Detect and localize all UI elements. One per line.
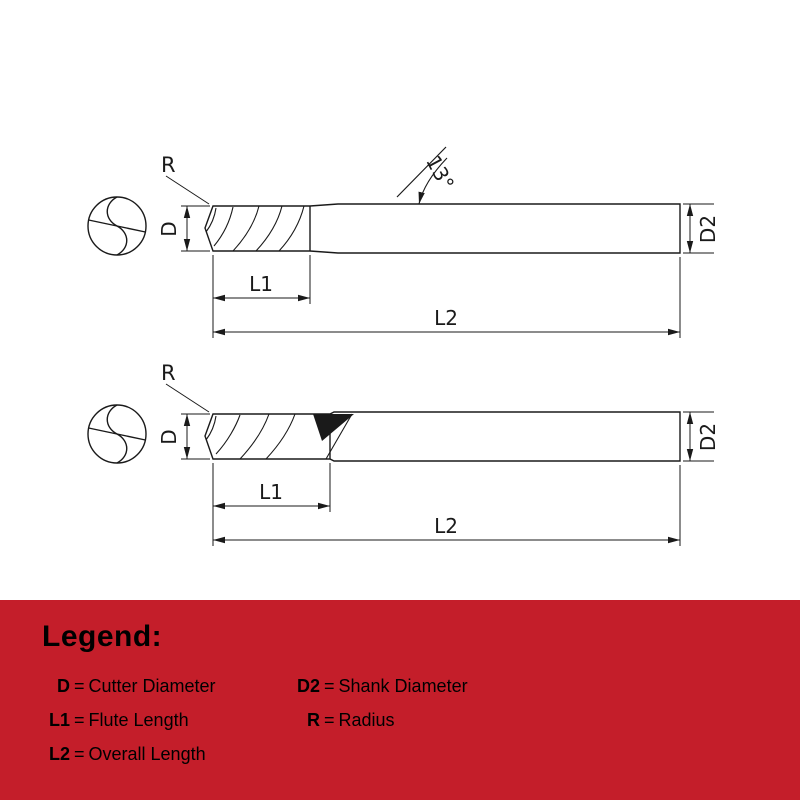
legend-grid: D=Cutter Diameter D2=Shank Diameter L1=F… xyxy=(42,676,800,765)
tool1-flute-line xyxy=(205,207,217,233)
tool1-angle-label: 13° xyxy=(421,151,459,194)
legend-term: R xyxy=(307,710,320,730)
legend-item-overall-length: L2=Overall Length xyxy=(42,744,292,765)
tool1-diameter-label: D xyxy=(157,221,181,236)
tool1-side-view xyxy=(204,203,681,254)
tool2-radius-label: R xyxy=(161,361,176,385)
legend-panel: Legend: D=Cutter Diameter D2=Shank Diame… xyxy=(0,600,800,800)
legend-separator: = xyxy=(74,744,85,764)
tool2-side-view xyxy=(204,411,681,462)
legend-term: D xyxy=(57,676,70,696)
legend-separator: = xyxy=(324,710,335,730)
tool2-shank-diameter-dim: D2 xyxy=(683,411,720,462)
tool2-diameter-dim: D xyxy=(157,413,210,460)
tool2-flute-line xyxy=(265,413,296,460)
legend-term: L1 xyxy=(48,710,70,730)
tool2-flute-length-dim: L1 xyxy=(212,463,331,546)
tool2-overall-length-dim: L2 xyxy=(213,465,681,546)
tool1-overall-length-label: L2 xyxy=(434,306,458,330)
legend-definition: Radius xyxy=(338,710,395,730)
tool1-end-view xyxy=(87,196,147,256)
tool1-shank-diameter-label: D2 xyxy=(696,215,720,243)
legend-item-radius: R=Radius xyxy=(292,710,800,731)
tool1-flute-line xyxy=(278,205,305,252)
legend-definition: Shank Diameter xyxy=(338,676,468,696)
tool1-flute-line xyxy=(232,205,260,252)
legend-item-flute-length: L1=Flute Length xyxy=(42,710,292,731)
tool1-radius-label: R xyxy=(161,153,176,177)
tool1-diameter-dim: D xyxy=(157,205,210,252)
tool2-flute-line xyxy=(215,414,241,455)
legend-title: Legend: xyxy=(42,620,163,653)
legend-item-cutter-diameter: D=Cutter Diameter xyxy=(42,676,292,697)
tool2-overall-length-label: L2 xyxy=(434,514,458,538)
endmill-technical-drawing: R 13° D D2 L1 L2 xyxy=(87,146,720,546)
tool2-shank-diameter-label: D2 xyxy=(696,423,720,451)
legend-separator: = xyxy=(324,676,335,696)
tool1-flute-length-label: L1 xyxy=(249,272,273,296)
tool2-end-view xyxy=(87,404,147,464)
legend-separator: = xyxy=(74,710,85,730)
tool1-angle-annotation: 13° xyxy=(396,146,459,205)
tool1-flute-length-dim: L1 xyxy=(212,255,311,338)
legend-term: L2 xyxy=(48,744,70,764)
legend-term: D2 xyxy=(296,676,320,696)
tool1-shank-diameter-dim: D2 xyxy=(683,203,720,254)
tool1-radius-annotation: R xyxy=(161,153,210,205)
tool2-flute-line xyxy=(205,415,217,441)
tool1-flute-line xyxy=(213,206,234,247)
legend-definition: Cutter Diameter xyxy=(88,676,216,696)
legend-separator: = xyxy=(74,676,85,696)
tool1-overall-length-dim: L2 xyxy=(213,257,681,338)
legend-item-shank-diameter: D2=Shank Diameter xyxy=(292,676,800,697)
legend-definition: Flute Length xyxy=(88,710,189,730)
tool2-radius-annotation: R xyxy=(161,361,210,413)
tool2-diameter-label: D xyxy=(157,429,181,444)
tool2-flute-line xyxy=(239,413,270,460)
tool2-flute-length-label: L1 xyxy=(259,480,283,504)
diagram-area: R 13° D D2 L1 L2 xyxy=(87,146,720,546)
tool2-flute-face-shading xyxy=(313,414,354,441)
legend-definition: Overall Length xyxy=(88,744,206,764)
tool1-flute-line xyxy=(255,205,283,252)
